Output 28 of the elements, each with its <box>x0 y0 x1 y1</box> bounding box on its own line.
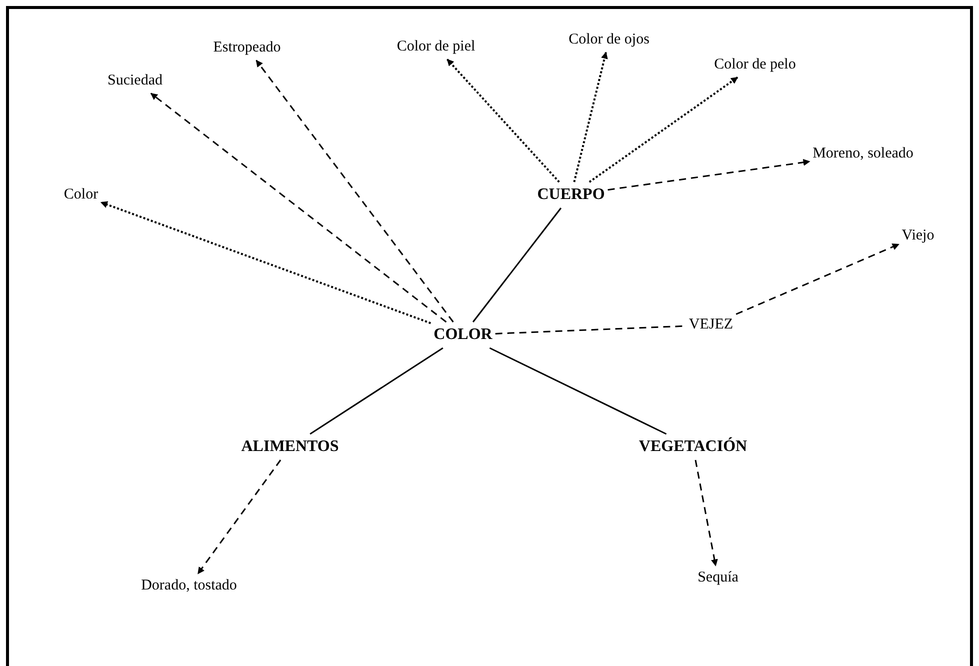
connector-line <box>489 347 667 435</box>
node-label: CUERPO <box>537 185 605 205</box>
connector-line <box>472 208 562 322</box>
node-label: COLOR <box>434 325 492 345</box>
node-label: Color <box>64 186 98 204</box>
node-label: Estropeado <box>213 38 281 58</box>
node-label: Color de pelo <box>714 56 796 74</box>
node-label: VEGETACIÓN <box>638 437 748 457</box>
arrow <box>446 58 560 183</box>
arrow <box>694 460 718 566</box>
node-label: Color de piel <box>396 38 476 56</box>
arrow <box>197 460 282 574</box>
node-label: ALIMENTOS <box>241 437 339 457</box>
node-label: Color de ojos <box>568 30 650 50</box>
node-label: Dorado, tostado <box>141 576 237 596</box>
arrow <box>608 158 810 191</box>
node-label: Viejo <box>902 226 934 246</box>
node-label: Sequía <box>698 568 738 588</box>
arrow <box>150 92 447 323</box>
arrow <box>256 60 454 322</box>
node-label: Suciedad <box>108 72 162 90</box>
arrow <box>588 76 738 183</box>
node-label: VEJEZ <box>688 316 734 334</box>
arrow <box>736 244 900 315</box>
arrow <box>573 52 608 182</box>
arrow <box>100 201 431 324</box>
connector-line <box>310 347 444 435</box>
node-label: Moreno, soleado <box>812 144 914 164</box>
